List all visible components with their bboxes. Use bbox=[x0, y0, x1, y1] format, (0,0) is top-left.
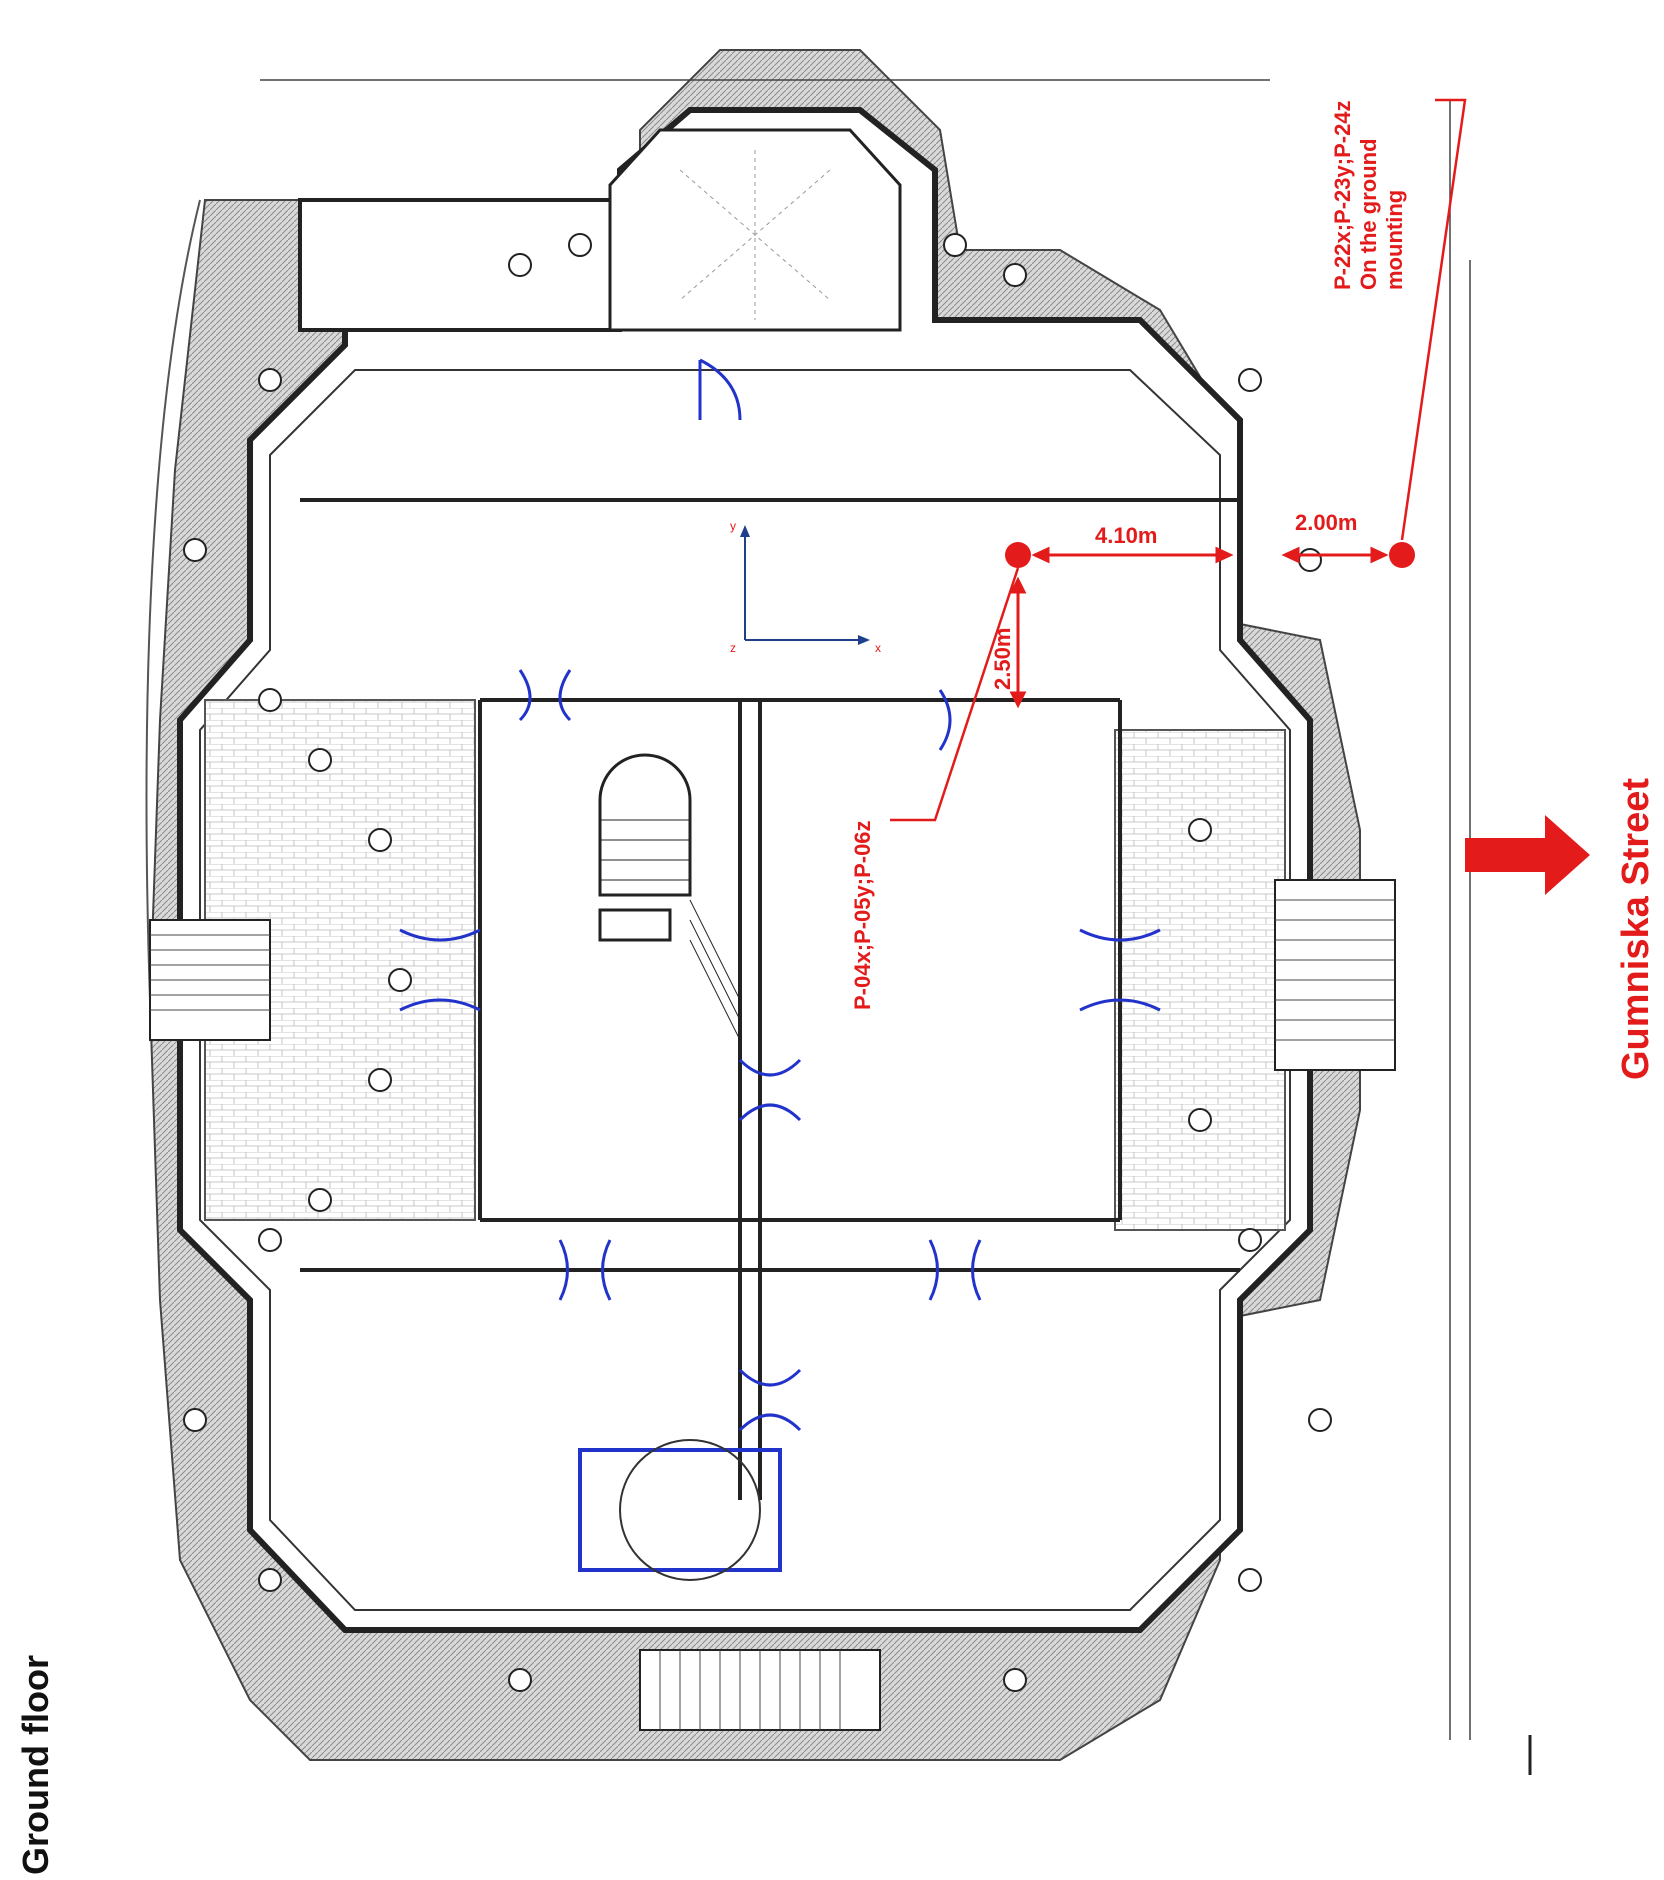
bathroom-turning-circle bbox=[619, 1439, 761, 1581]
axis-z-label: z bbox=[730, 641, 736, 655]
sensor-point-p04 bbox=[1005, 542, 1031, 568]
leader-lines bbox=[890, 98, 1467, 822]
staircase bbox=[598, 753, 741, 1041]
brick-wing-right bbox=[1114, 729, 1286, 1231]
dimension-horizontal-outer: 2.00m bbox=[1295, 510, 1357, 535]
dimension-horizontal-main: 4.10m bbox=[1095, 523, 1157, 548]
dimension-vertical: 2.50m bbox=[990, 628, 1015, 690]
building-inner-wall bbox=[199, 369, 1291, 1611]
svg-text:On the ground: On the ground bbox=[1356, 138, 1381, 290]
doors bbox=[399, 358, 1161, 1432]
dimension-arrows bbox=[1009, 546, 1389, 709]
street-label: Gumniska Street bbox=[1615, 778, 1657, 1080]
bathroom-wall bbox=[578, 1448, 782, 1572]
sensor-point-p22 bbox=[1389, 542, 1415, 568]
floor-label: Ground floor bbox=[15, 1655, 56, 1875]
axis-x-label: x bbox=[875, 641, 881, 655]
annex-room bbox=[298, 198, 622, 332]
coordinate-axes: y x z bbox=[730, 519, 881, 655]
sensor-label-p04: P-04x;P-05y;P-06z bbox=[850, 820, 875, 1010]
dimension-rails bbox=[260, 79, 1471, 1740]
svg-text:P-22x;P-23y;P-24z: P-22x;P-23y;P-24z bbox=[1330, 100, 1355, 290]
sensor-label-p22: P-22x;P-23y;P-24z On the ground mounting bbox=[1330, 100, 1407, 290]
interior-walls bbox=[300, 498, 1240, 1500]
column-markers bbox=[183, 233, 1332, 1692]
street-arrow-icon bbox=[1465, 815, 1590, 895]
axis-y-label: y bbox=[730, 519, 736, 533]
svg-text:mounting: mounting bbox=[1382, 190, 1407, 290]
